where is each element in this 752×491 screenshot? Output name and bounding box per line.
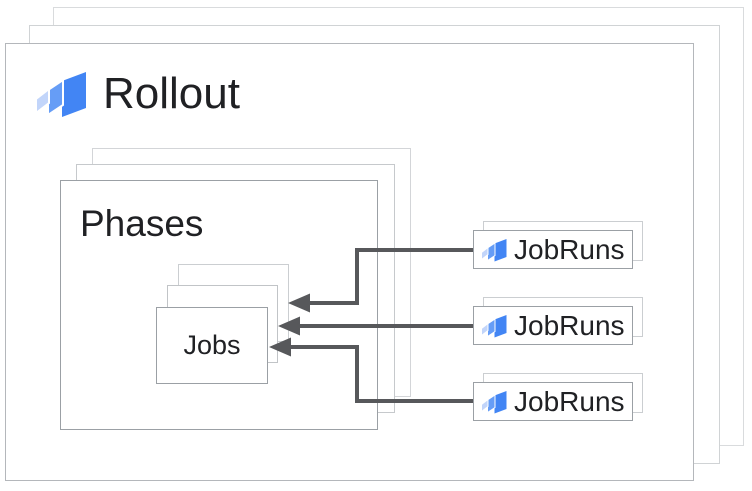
jobs-label: Jobs <box>183 330 241 360</box>
rollout-title: Rollout <box>103 69 240 118</box>
jobruns-label: JobRuns <box>514 309 625 341</box>
jobruns-2-card-front: JobRuns <box>473 306 633 345</box>
jobruns-group-3: JobRuns <box>473 373 645 423</box>
cloud-deploy-icon <box>481 314 507 337</box>
jobruns-group-1: JobRuns <box>473 221 645 271</box>
jobruns-label: JobRuns <box>514 385 625 417</box>
jobruns-1-card-front: JobRuns <box>473 230 633 269</box>
cloud-deploy-icon <box>481 238 507 261</box>
cloud-deploy-icon <box>481 390 507 413</box>
phases-label: Phases <box>80 203 204 244</box>
jobruns-label: JobRuns <box>514 233 625 265</box>
jobs-card-front: Jobs <box>156 307 268 384</box>
jobruns-group-2: JobRuns <box>473 297 645 347</box>
jobruns-3-card-front: JobRuns <box>473 382 633 421</box>
rollout-header: Rollout <box>35 70 240 118</box>
cloud-deploy-icon <box>35 72 86 117</box>
